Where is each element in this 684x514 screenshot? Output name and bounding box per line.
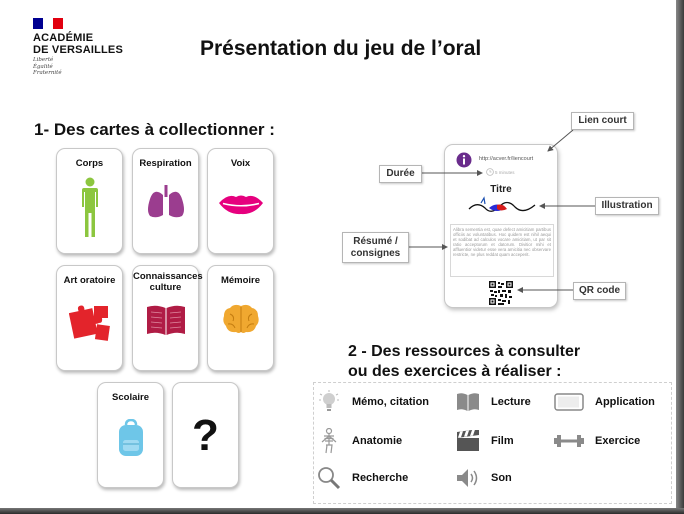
callout-arrows — [409, 129, 595, 293]
academie-logo-text: ACADÉMIE DE VERSAILLES — [33, 32, 123, 56]
callout-qr-code: QR code — [573, 282, 626, 300]
card-connaissances-culture[interactable]: Connaissances culture — [132, 265, 203, 371]
callout-resume-consignes: Résumé / consignes — [342, 232, 409, 263]
logo-title-line2: DE VERSAILLES — [33, 44, 124, 56]
sample-link: http://acver.fr/liencourt — [479, 156, 534, 162]
resource-exercice[interactable]: Exercice — [553, 429, 640, 453]
resource-label: Anatomie — [352, 435, 403, 447]
slide: ACADÉMIE DE VERSAILLES Liberté Égalité F… — [0, 0, 676, 508]
resource-application[interactable]: Application — [553, 390, 655, 414]
logo-motto: Liberté Égalité Fraternité — [33, 57, 62, 77]
resource-memo[interactable]: Mémo, citation — [316, 390, 429, 414]
sample-summary: Alibra sementia est, quae defect amiciti… — [450, 224, 554, 277]
lungs-icon — [147, 185, 184, 218]
open-book-icon — [455, 390, 481, 414]
card-respiration[interactable]: Respiration — [132, 148, 199, 254]
section1-heading: 1- Des cartes à collectionner : — [34, 120, 275, 139]
skeleton-icon — [316, 428, 342, 454]
card-voix[interactable]: Voix — [207, 148, 274, 254]
tablet-icon — [553, 390, 585, 414]
card-corps[interactable]: Corps — [56, 148, 123, 254]
resource-label: Son — [491, 472, 512, 484]
sample-card: http://acver.fr/liencourt 5 minutes Titr… — [444, 144, 558, 308]
illustration-icon — [468, 196, 536, 212]
section2-heading-line1: 2 - Des ressources à consulter — [348, 343, 581, 360]
resource-anatomie[interactable]: Anatomie — [316, 428, 403, 454]
french-flag-logo — [33, 18, 63, 29]
callout-lien-court: Lien court — [571, 112, 634, 130]
resource-son[interactable]: Son — [455, 466, 512, 490]
resource-label: Application — [595, 396, 655, 408]
sample-title: Titre — [490, 184, 512, 195]
dumbbell-icon — [553, 429, 585, 453]
motto-egalite: Égalité — [33, 63, 53, 70]
resource-recherche[interactable]: Recherche — [316, 466, 408, 490]
window-edge-right — [676, 0, 684, 514]
card-label: Corps — [75, 158, 104, 169]
window-edge-bottom — [0, 508, 684, 514]
speaker-icon — [455, 466, 481, 490]
callout-duree: Durée — [379, 165, 422, 183]
book-icon — [146, 305, 185, 335]
logo-title-line1: ACADÉMIE — [33, 32, 94, 44]
resource-film[interactable]: Film — [455, 429, 514, 453]
info-icon — [456, 152, 472, 168]
puzzle-icon — [68, 305, 110, 341]
motto-liberte: Liberté — [33, 57, 54, 63]
callout-illustration: Illustration — [595, 197, 659, 215]
card-mystery[interactable]: ? — [172, 382, 239, 488]
lips-icon — [218, 195, 263, 215]
section2-heading: 2 - Des ressources à consulter ou des ex… — [348, 342, 580, 382]
card-label: Art oratoire — [63, 275, 116, 286]
resource-label: Recherche — [352, 472, 409, 484]
brain-icon — [222, 304, 259, 333]
clock-icon — [486, 168, 494, 176]
card-memoire[interactable]: Mémoire — [207, 265, 274, 371]
section2-heading-line2: ou des exercices à réaliser : — [348, 363, 562, 380]
sample-duration: 5 minutes — [495, 170, 515, 175]
magnifier-icon — [316, 466, 342, 490]
qr-code-icon — [489, 281, 513, 305]
card-label: Respiration — [139, 158, 192, 169]
body-icon — [81, 177, 98, 237]
resource-label: Exercice — [595, 435, 641, 447]
resource-label: Lecture — [491, 396, 531, 408]
resource-label: Film — [491, 435, 514, 447]
question-mark-icon: ? — [192, 411, 219, 460]
card-label: Connaissances culture — [133, 271, 203, 293]
card-art-oratoire[interactable]: Art oratoire — [56, 265, 123, 371]
clapperboard-icon — [455, 429, 481, 453]
card-label: Mémoire — [220, 275, 261, 286]
resource-label: Mémo, citation — [352, 396, 430, 408]
page-title: Présentation du jeu de l’oral — [200, 37, 482, 60]
card-label: Voix — [230, 158, 251, 169]
backpack-icon — [118, 419, 143, 456]
motto-fraternite: Fraternité — [33, 70, 62, 76]
resources-box — [313, 382, 672, 504]
resource-lecture[interactable]: Lecture — [455, 390, 531, 414]
card-scolaire[interactable]: Scolaire — [97, 382, 164, 488]
card-label: Scolaire — [112, 392, 149, 403]
lightbulb-icon — [316, 390, 342, 414]
